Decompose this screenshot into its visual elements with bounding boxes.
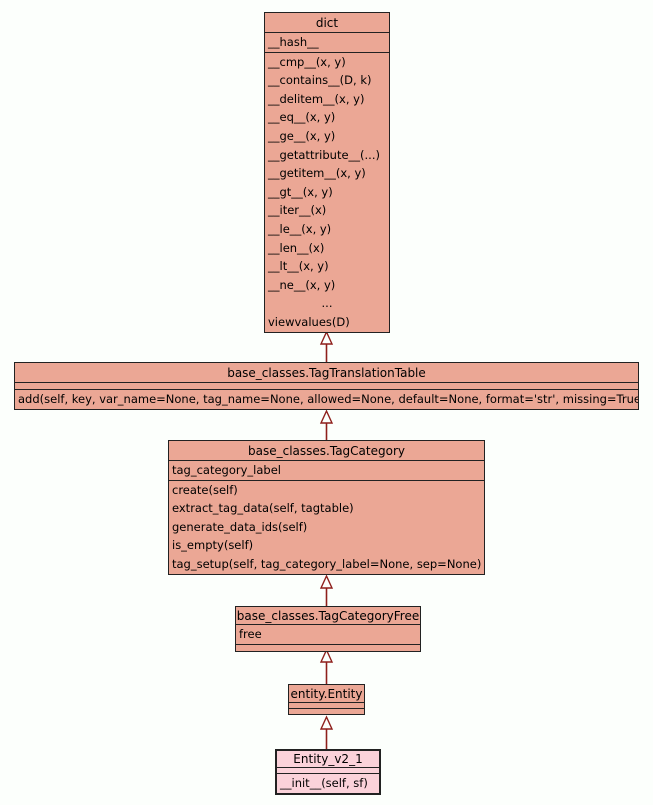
attributes-compartment: __hash__ [265,33,389,53]
method: extract_tag_data(self, tagtable) [172,501,354,516]
method: tag_setup(self, tag_category_label=None,… [172,556,482,571]
class-box-dict: dict __hash__ __cmp__(x, y) __contains__… [264,12,390,333]
method: __ne__(x, y) [268,277,336,292]
inheritance-arrow [319,648,334,684]
class-box-entity-v2-1: Entity_v2_1 __init__(self, sf) [275,749,381,795]
method: __getitem__(x, y) [268,166,366,181]
method-ellipsis: ... [321,296,333,311]
attribute: __hash__ [268,35,319,49]
class-title: base_classes.TagCategoryFree [236,609,420,625]
methods-compartment: __cmp__(x, y) __contains__(D, k) __delit… [265,53,389,332]
attribute: tag_category_label [172,463,281,477]
methods-compartment: add(self, key, var_name=None, tag_name=N… [15,390,638,409]
method: is_empty(self) [172,538,254,553]
attributes-compartment [277,768,379,774]
class-title: base_classes.TagCategory [169,441,484,461]
method: __init__(self, sf) [280,776,368,790]
attributes-compartment [15,383,638,390]
attributes-compartment: tag_category_label [169,461,484,481]
inheritance-arrow [319,715,334,749]
attributes-compartment: free [236,625,420,645]
method: __delitem__(x, y) [268,91,365,106]
method: __iter__(x) [268,203,327,218]
method: __gt__(x, y) [268,184,333,199]
method: __len__(x) [268,240,325,255]
method: __contains__(D, k) [268,73,372,88]
method: __le__(x, y) [268,221,332,236]
inheritance-arrow [319,574,334,606]
method: __getattribute__(...) [268,147,380,162]
class-box-tag-translation-table: base_classes.TagTranslationTable add(sel… [14,362,639,410]
method: viewvalues(D) [268,314,350,329]
attribute: free [239,627,262,641]
method: generate_data_ids(self) [172,519,308,534]
class-box-entity: entity.Entity [288,684,365,715]
methods-compartment: __init__(self, sf) [277,774,379,793]
class-box-tag-category: base_classes.TagCategory tag_category_la… [168,440,485,575]
method: __lt__(x, y) [268,259,329,274]
methods-compartment [289,709,364,714]
method: __cmp__(x, y) [268,54,346,69]
method: create(self) [172,482,238,497]
method: add(self, key, var_name=None, tag_name=N… [18,392,639,406]
class-box-tag-category-free: base_classes.TagCategoryFree free [235,606,421,652]
class-title: base_classes.TagTranslationTable [15,363,638,383]
methods-compartment: create(self) extract_tag_data(self, tagt… [169,481,484,574]
inheritance-arrow [319,409,334,440]
method: __eq__(x, y) [268,110,336,125]
methods-compartment [236,645,420,651]
class-title: dict [265,13,389,33]
method: __ge__(x, y) [268,128,336,143]
inheritance-arrow [319,330,334,362]
class-title: entity.Entity [289,687,364,703]
class-title: Entity_v2_1 [277,751,379,768]
attributes-compartment [289,703,364,709]
